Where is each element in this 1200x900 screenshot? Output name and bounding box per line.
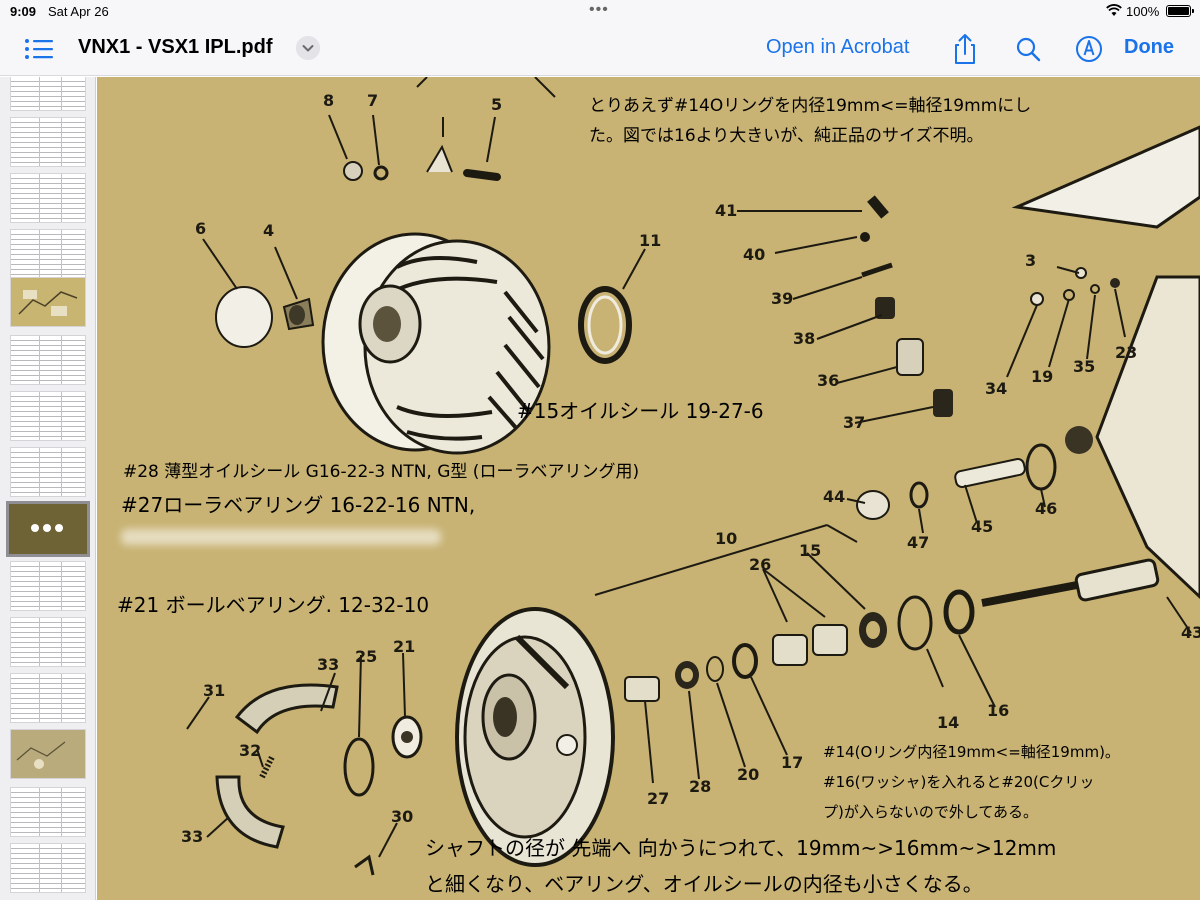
part-number-label: 7 [367,91,379,110]
part-number-label: 46 [1035,499,1058,518]
page-thumbnails-sidebar[interactable] [0,77,96,900]
part-number-label: 14 [937,713,960,732]
markup-icon[interactable] [1072,32,1106,66]
list-icon[interactable] [22,36,56,62]
redacted-text-blur [121,529,441,545]
shaft-note-line2: と細くなり、ベアリング、オイルシールの内径も小さくなる。 [425,872,983,896]
page-thumbnail[interactable] [10,447,86,497]
battery-percentage: 100% [1126,4,1160,19]
part-number-label: 28 [689,777,712,796]
page-thumbnail[interactable] [10,173,86,223]
status-time: 9:09 [10,4,37,19]
page-thumbnail[interactable] [10,391,86,441]
part-number-label: 41 [715,201,738,220]
part-number-label: 31 [203,681,226,700]
part-number-label: 26 [749,555,772,574]
part-number-label: 6 [195,219,207,238]
page-thumbnail-selected[interactable] [6,501,90,557]
part-number-label: 36 [817,371,840,390]
part-number-label: 4 [263,221,275,240]
page-thumbnail[interactable] [10,729,86,779]
thumbnail-diagram-image [18,290,78,316]
oring-14-note-line1: #14(Oリング内径19mm<=軸径19mm)。 [823,743,1120,761]
chevron-down-icon[interactable] [296,36,320,60]
part-number-label: 20 [737,765,760,784]
page-thumbnail[interactable] [10,787,86,837]
part-number-label: 11 [639,231,662,250]
thumbnail-dot [55,524,63,532]
toolbar: VNX1 - VSX1 IPL.pdf Open in Acrobat Done [0,24,1200,76]
document-title[interactable]: VNX1 - VSX1 IPL.pdf [78,36,273,58]
part-number-label: 30 [391,807,414,826]
top-note-line1: とりあえず#14Oリングを内径19mm<=軸径19mmにし [589,96,1032,116]
part-number-label: 33 [181,827,204,846]
part-number-label: 25 [355,647,378,666]
part-number-label: 37 [843,413,866,432]
part-number-label: 47 [907,533,930,552]
part-number-label: 32 [239,741,262,760]
status-date: Sat Apr 26 [48,4,109,19]
shaft-note-line1: シャフトの径が 先端へ 向かうにつれて、19mm~>16mm~>12mm [425,836,1057,860]
part-number-label: 34 [985,379,1008,398]
part-number-label: 44 [823,487,846,506]
page-thumbnail[interactable] [10,561,86,611]
oring-14-note-line3: プ)が入らないので外してある。 [823,803,1038,821]
share-icon[interactable] [948,32,982,66]
page-thumbnail[interactable] [10,277,86,327]
part-number-label: 15 [799,541,822,560]
oring-14-note-line2: #16(ワッシャ)を入れると#20(Cクリッ [823,773,1095,791]
oil-seal-15-note: #15オイルシール 19-27-6 [517,399,764,423]
part-number-label: 43 [1181,623,1200,642]
brake-panel-drawing [455,607,615,867]
page-thumbnail[interactable] [10,117,86,167]
page-thumbnail[interactable] [10,617,86,667]
wifi-icon [1106,4,1122,16]
thumbnail-dot [31,524,39,532]
pdf-page[interactable]: 8 7 5 6 4 11 41 40 39 38 36 37 3 34 19 3… [97,77,1200,900]
open-in-acrobat-button[interactable]: Open in Acrobat [766,36,910,58]
battery-icon [1166,5,1194,17]
part-number-label: 23 [1115,343,1138,362]
page-thumbnail[interactable] [10,843,86,893]
battery-fill [1168,7,1189,15]
page-thumbnail[interactable] [10,229,86,279]
part-number-label: 39 [771,289,794,308]
part-number-label: 35 [1073,357,1096,376]
roller-bearing-27-note: #27ローラベアリング 16-22-16 NTN, [121,493,476,517]
part-number-label: 8 [323,91,335,110]
page-thumbnail[interactable] [10,77,86,111]
part-number-label: 21 [393,637,416,656]
exploded-parts-diagram [186,77,1200,876]
page-thumbnail[interactable] [10,335,86,385]
done-button[interactable]: Done [1124,36,1174,58]
part-number-label: 5 [491,95,503,114]
top-note-line2: た。図では16より大きいが、純正品のサイズ不明。 [589,126,984,146]
thumbnail-diagram-image [16,741,66,769]
part-number-label: 3 [1025,251,1037,270]
part-number-label: 40 [743,245,766,264]
part-number-label: 33 [317,655,340,674]
multitasking-dots-icon[interactable]: ••• [589,1,609,18]
part-number-label: 45 [971,517,994,536]
page-thumbnail[interactable] [10,673,86,723]
part-number-label: 19 [1031,367,1054,386]
part-number-label: 17 [781,753,804,772]
oil-seal-28-note: #28 薄型オイルシール G16-22-3 NTN, G型 (ローラベアリング用… [123,462,640,482]
ball-bearing-21-note: #21 ボールベアリング. 12-32-10 [117,593,430,617]
part-number-label: 10 [715,529,738,548]
brake-drum-drawing [321,144,551,455]
part-number-label: 27 [647,789,670,808]
search-icon[interactable] [1012,32,1046,66]
thumbnail-dot [43,524,51,532]
part-number-label: 16 [987,701,1010,720]
part-number-label: 38 [793,329,816,348]
status-bar: 9:09 Sat Apr 26 ••• 100% [0,0,1200,24]
